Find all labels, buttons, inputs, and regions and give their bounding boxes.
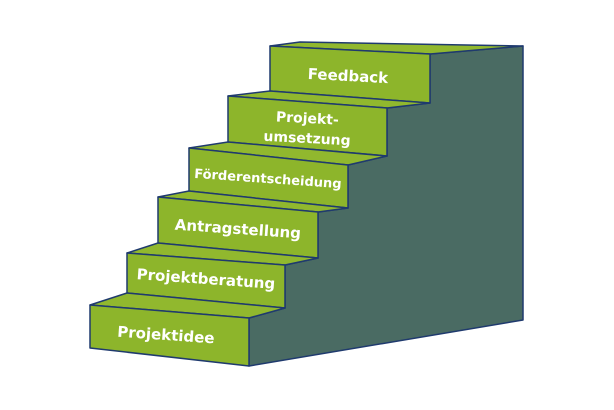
step-projektberatung: Projektberatung — [126, 242, 319, 309]
step-feedback: Feedback — [269, 41, 524, 104]
step-label-line2: umsetzung — [263, 129, 351, 150]
step-label-line1: Projekt- — [275, 109, 339, 128]
step-projektumsetzung: Projekt- umsetzung — [227, 90, 431, 157]
step-label: Feedback — [307, 65, 389, 87]
step-front-face — [89, 304, 250, 367]
step-foerderentscheidung: Förderentscheidung — [188, 141, 388, 209]
step-projektidee: Projektidee — [89, 292, 286, 367]
